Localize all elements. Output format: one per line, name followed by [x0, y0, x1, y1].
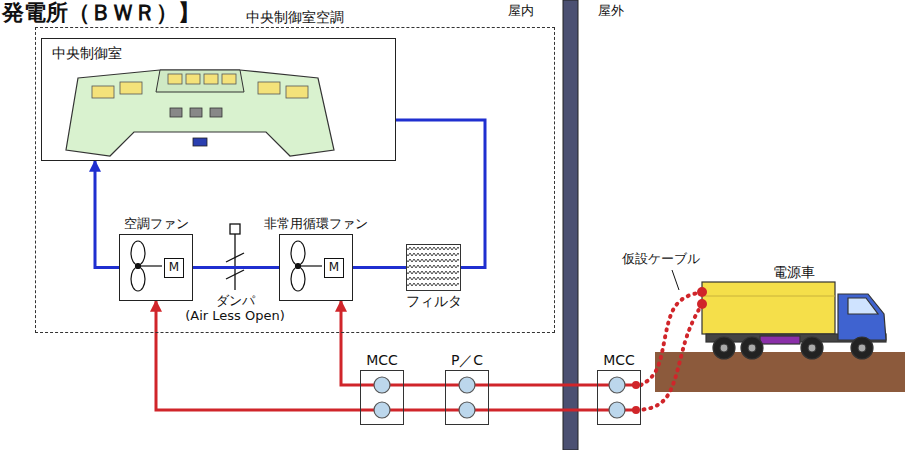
- node-label: MCC: [366, 352, 398, 368]
- damper-symbol: [226, 224, 244, 290]
- air-duct: [396, 120, 485, 268]
- mcc-panel: MCC: [360, 370, 404, 425]
- air-duct: [353, 266, 406, 269]
- air-duct: [193, 266, 279, 269]
- motor-symbol: M: [324, 258, 344, 278]
- area-label: 屋内: [508, 4, 534, 19]
- breaker-internals: [360, 377, 640, 418]
- system-boundary: 中央制御室空調中央制御室空調ファンM非常用循環ファンMフィルタ: [35, 27, 555, 333]
- filter-media: [406, 244, 459, 289]
- node-label: 空調ファン: [124, 217, 189, 232]
- fan-symbol: [131, 241, 162, 291]
- air-duct: [95, 161, 119, 268]
- node-label: MCC: [603, 352, 635, 368]
- node-label: 非常用循環ファン: [264, 217, 368, 232]
- node-label: フィルタ: [406, 293, 462, 309]
- power-cable: [489, 385, 597, 410]
- power-truck: [697, 282, 886, 359]
- power-cable: [404, 385, 445, 410]
- control-room: 中央制御室: [41, 38, 396, 161]
- wall: [563, 0, 578, 450]
- leader-line: [672, 270, 679, 290]
- part-label: ダンパ: [216, 294, 255, 309]
- fan-symbol: [291, 241, 322, 291]
- cable-label: 仮設ケーブル: [622, 252, 700, 267]
- page-title: 発電所（ＢＷＲ）】: [2, 1, 200, 25]
- node-label: 電源車: [773, 264, 815, 280]
- mcc-panel: MCC: [597, 370, 641, 425]
- node-label: 中央制御室: [52, 45, 122, 61]
- part-label: (Air Less Open): [185, 309, 285, 324]
- temporary-cable: [641, 292, 702, 410]
- area-label: 屋外: [598, 4, 624, 19]
- node-label: P／C: [451, 352, 483, 368]
- motor-symbol: M: [164, 258, 184, 278]
- fan-unit: 非常用循環ファンM: [279, 234, 353, 301]
- control-console: [66, 70, 334, 156]
- power-center: P／C: [445, 370, 489, 425]
- power-truck-node: 電源車: [698, 262, 890, 357]
- fan-unit: 空調ファンM: [119, 234, 193, 301]
- power-cable: [341, 301, 360, 385]
- node-label: 中央制御室空調: [246, 9, 344, 25]
- power-cable: [156, 301, 360, 410]
- filter-box: フィルタ: [406, 244, 461, 291]
